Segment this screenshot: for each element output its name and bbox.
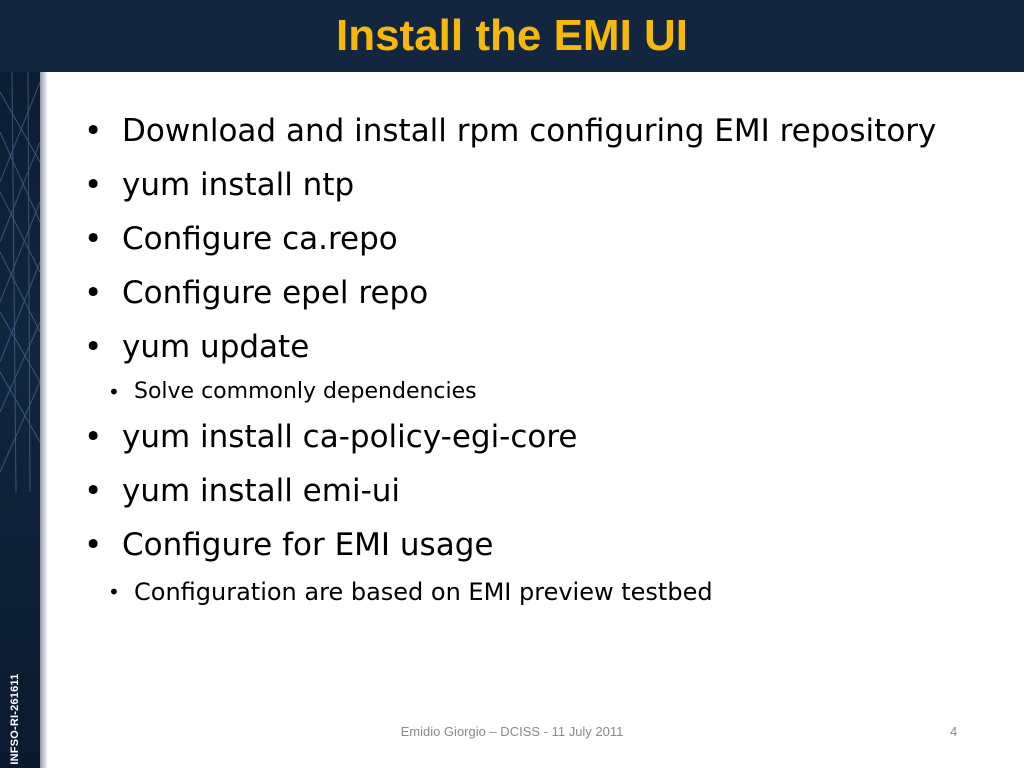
bullet-text: yum install ca-policy-egi-core: [122, 419, 578, 455]
bullet-text: yum update: [122, 329, 310, 365]
slide-title: Install the EMI UI: [335, 11, 689, 60]
bullet-text: yum install ntp: [122, 167, 355, 203]
bullet-text: Download and install rpm configuring EMI…: [122, 113, 937, 149]
sub-bullet-item: Configuration are based on EMI preview t…: [108, 572, 982, 612]
title-bar: [0, 0, 1024, 72]
side-band: EMI INFSO-RI-261611: [0, 72, 40, 768]
page-number: 4: [950, 724, 958, 739]
bullet-item: yum install ca-policy-egi-core: [82, 410, 982, 464]
bullet-list: Download and install rpm configuring EMI…: [82, 104, 982, 612]
sub-bullet-list: Solve commonly dependencies: [108, 374, 982, 410]
side-fade: [40, 72, 48, 768]
bullet-text: yum install emi-ui: [122, 473, 401, 509]
bullet-item: Download and install rpm configuring EMI…: [82, 104, 982, 158]
bullet-item: yum install ntp: [82, 158, 982, 212]
sub-bullet-item: Solve commonly dependencies: [108, 374, 982, 410]
side-label: EMI INFSO-RI-261611: [9, 673, 21, 768]
bullet-item: yum install emi-ui: [82, 464, 982, 518]
bullet-item: Configure epel repo: [82, 266, 982, 320]
sub-bullet-list: Configuration are based on EMI preview t…: [108, 572, 982, 612]
bullet-text: Configure epel repo: [122, 275, 429, 311]
bullet-item: yum update Solve commonly dependencies: [82, 320, 982, 410]
footer-text: Emidio Giorgio – DCISS - 11 July 2011: [400, 724, 624, 739]
grid-pattern-icon: [0, 72, 40, 493]
bullet-text: Configure ca.repo: [122, 221, 398, 257]
bullet-item: Configure for EMI usage Configuration ar…: [82, 518, 982, 612]
bullet-item: Configure ca.repo: [82, 212, 982, 266]
bullet-text: Configure for EMI usage: [122, 527, 494, 563]
